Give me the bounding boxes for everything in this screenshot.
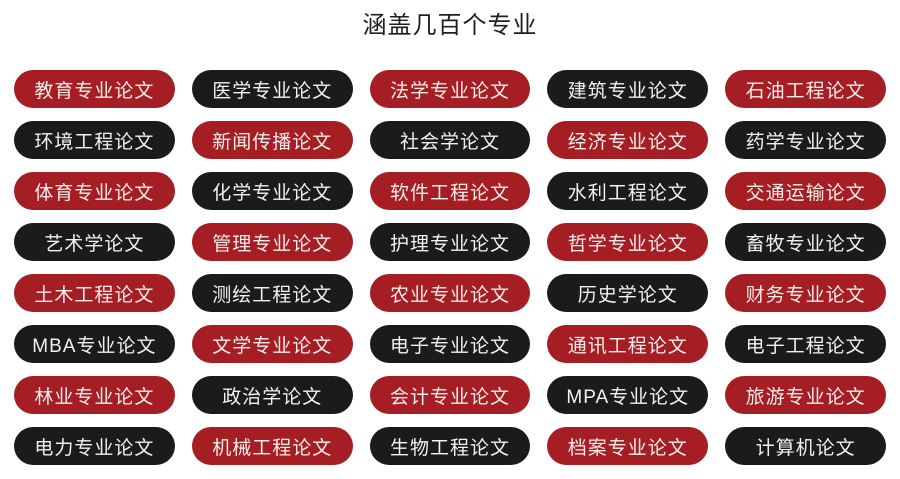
major-pill[interactable]: 教育专业论文 [14,70,175,108]
major-pill[interactable]: 水利工程论文 [547,172,709,210]
major-pill[interactable]: 计算机论文 [725,427,886,465]
major-pill[interactable]: 财务专业论文 [725,274,886,312]
major-pill[interactable]: 新闻传播论文 [191,121,353,159]
major-pill[interactable]: 哲学专业论文 [547,223,709,261]
major-pill[interactable]: 会计专业论文 [369,376,531,414]
major-pill[interactable]: 林业专业论文 [14,376,175,414]
major-pill[interactable]: 电力专业论文 [14,427,175,465]
major-pill[interactable]: 药学专业论文 [725,121,886,159]
major-pill[interactable]: 历史学论文 [547,274,709,312]
major-pill[interactable]: 农业专业论文 [369,274,531,312]
major-pill[interactable]: 软件工程论文 [369,172,531,210]
major-pill[interactable]: 体育专业论文 [14,172,175,210]
major-pill[interactable]: 生物工程论文 [369,427,531,465]
major-pill[interactable]: 电子工程论文 [725,325,886,363]
major-pill[interactable]: 建筑专业论文 [547,70,709,108]
major-pill[interactable]: 经济专业论文 [547,121,709,159]
major-pill[interactable]: 管理专业论文 [191,223,353,261]
major-pill[interactable]: 电子专业论文 [369,325,531,363]
major-pill[interactable]: 交通运输论文 [725,172,886,210]
major-pill[interactable]: MPA专业论文 [547,376,709,414]
major-pill[interactable]: 测绘工程论文 [191,274,353,312]
major-pill[interactable]: 机械工程论文 [191,427,353,465]
major-pill[interactable]: 文学专业论文 [191,325,353,363]
major-pill[interactable]: 医学专业论文 [191,70,353,108]
major-pill[interactable]: 旅游专业论文 [725,376,886,414]
major-pill[interactable]: 化学专业论文 [191,172,353,210]
major-pill[interactable]: 土木工程论文 [14,274,175,312]
major-pill[interactable]: 护理专业论文 [369,223,531,261]
major-pill[interactable]: 石油工程论文 [725,70,886,108]
major-pill[interactable]: 法学专业论文 [369,70,531,108]
major-pill[interactable]: 档案专业论文 [547,427,709,465]
major-pill[interactable]: 畜牧专业论文 [725,223,886,261]
major-pill-grid: 教育专业论文医学专业论文法学专业论文建筑专业论文石油工程论文环境工程论文新闻传播… [14,70,886,465]
major-pill[interactable]: 社会学论文 [369,121,531,159]
major-pill[interactable]: 政治学论文 [191,376,353,414]
major-pill[interactable]: MBA专业论文 [14,325,175,363]
major-pill[interactable]: 通讯工程论文 [547,325,709,363]
page-title: 涵盖几百个专业 [362,12,538,39]
major-pill[interactable]: 环境工程论文 [14,121,175,159]
major-pill[interactable]: 艺术学论文 [14,223,175,261]
